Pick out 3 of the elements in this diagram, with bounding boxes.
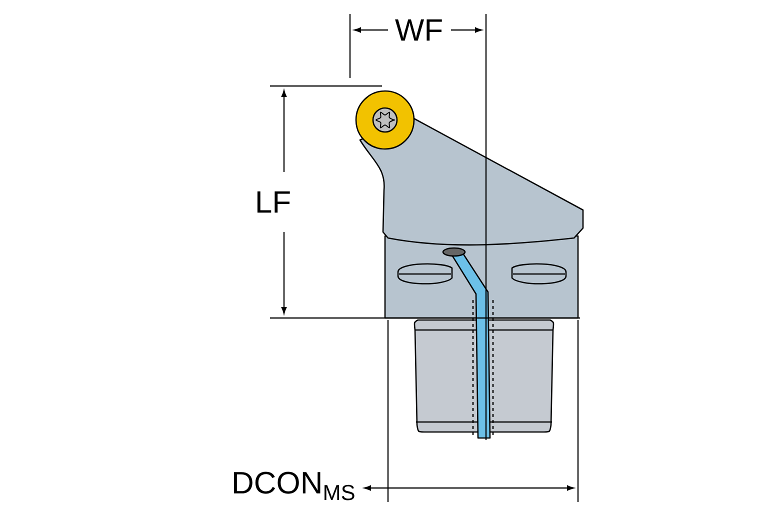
dimension-label: LF xyxy=(257,191,290,213)
dimension-label: WF xyxy=(395,19,442,41)
dimension-label: DCON$_{MS}$ xyxy=(234,472,354,500)
